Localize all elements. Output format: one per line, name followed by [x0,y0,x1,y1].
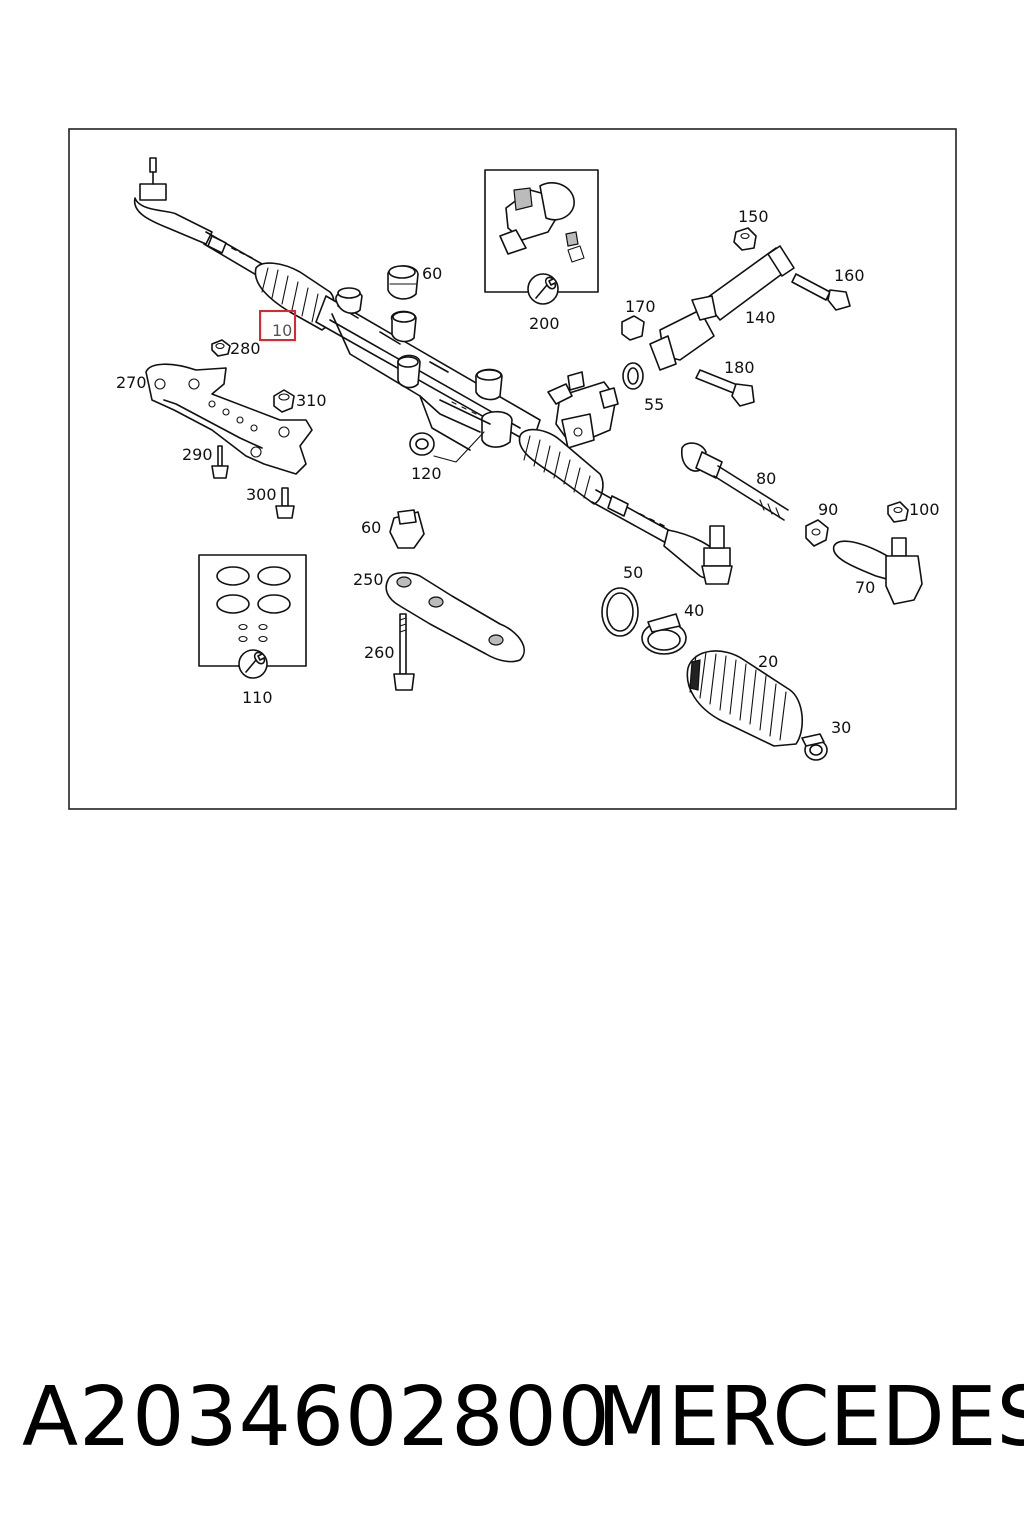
callout-270[interactable]: 270 [116,373,147,392]
callout-60-lower[interactable]: 60 [361,518,381,537]
bolt-180[interactable] [695,369,755,407]
crossmember-bracket-270[interactable] [145,363,313,475]
callout-40[interactable]: 40 [684,601,704,620]
nut-280[interactable] [211,339,231,357]
nut-170[interactable] [621,315,645,341]
bolt-290[interactable] [211,445,229,479]
nut-310[interactable] [273,389,295,413]
callout-80[interactable]: 80 [756,469,776,488]
callout-160[interactable]: 160 [834,266,865,285]
bolt-260[interactable] [393,613,415,691]
seal-ring-55[interactable] [622,362,644,390]
bolt-300[interactable] [275,487,295,519]
clamp-30[interactable] [801,733,828,761]
callout-30[interactable]: 30 [831,718,851,737]
callout-120[interactable]: 120 [411,464,442,483]
nut-150[interactable] [733,227,757,251]
nut-90[interactable] [805,519,829,547]
callout-260[interactable]: 260 [364,643,395,662]
outer-tie-rod-end-70[interactable] [833,537,923,605]
callout-150[interactable]: 150 [738,207,769,226]
callout-280[interactable]: 280 [230,339,261,358]
callout-170[interactable]: 170 [625,297,656,316]
callout-200[interactable]: 200 [529,314,560,333]
footer-caption: A2034602800 MERCEDES [0,1368,1024,1478]
callout-110[interactable]: 110 [242,688,273,707]
seal-ring-120[interactable] [409,431,485,463]
callout-90[interactable]: 90 [818,500,838,519]
callout-250[interactable]: 250 [353,570,384,589]
steering-rack-assembly[interactable] [133,157,733,585]
o-ring-50[interactable] [601,587,639,637]
callout-140[interactable]: 140 [745,308,776,327]
callout-100[interactable]: 100 [909,500,940,519]
clamp-40[interactable] [641,613,687,655]
callout-55[interactable]: 55 [644,395,664,414]
valve-kit-box-200[interactable] [484,169,599,305]
callout-50[interactable]: 50 [623,563,643,582]
callout-60-upper[interactable]: 60 [422,264,442,283]
seal-kit-box-110[interactable] [198,554,307,679]
callout-180[interactable]: 180 [724,358,755,377]
bolt-160[interactable] [791,273,851,311]
callout-70[interactable]: 70 [855,578,875,597]
callout-310[interactable]: 310 [296,391,327,410]
mount-bushing-60-upper[interactable] [387,265,419,300]
wrench-icon [245,651,266,673]
callout-20[interactable]: 20 [758,652,778,671]
bellows-boot-20[interactable] [686,650,804,747]
wrench-icon [535,276,557,299]
mount-bushing-60-lower[interactable] [389,509,425,549]
callout-10[interactable]: 10 [272,321,292,340]
intermediate-shaft-140[interactable] [649,245,795,371]
highlight-box-part-10 [259,310,296,341]
nut-100[interactable] [887,501,909,523]
mount-plate-250[interactable] [385,571,525,663]
callout-300[interactable]: 300 [246,485,277,504]
brand-name: MERCEDES [597,1370,1024,1465]
part-number: A2034602800 [22,1370,611,1465]
inner-tie-rod-80[interactable] [681,442,789,521]
callout-290[interactable]: 290 [182,445,213,464]
